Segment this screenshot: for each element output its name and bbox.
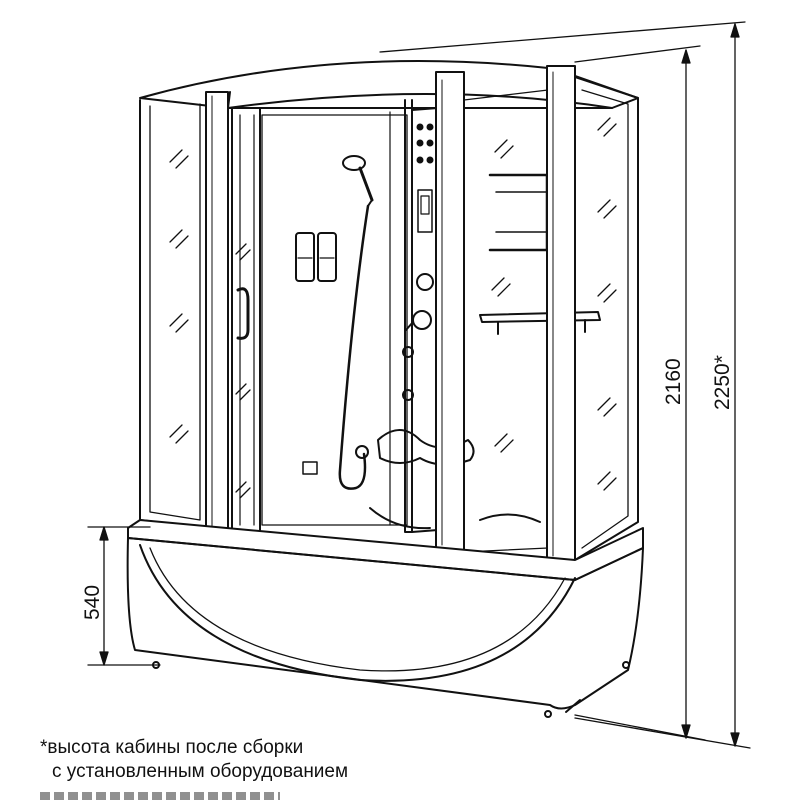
dimension-label-2160: 2160 — [662, 358, 685, 405]
dimension-line-540 — [87, 526, 161, 666]
left-side-panel — [139, 91, 229, 533]
cropped-text-fragment — [40, 792, 280, 800]
dimension-label-540: 540 — [81, 585, 104, 620]
right-sliding-door — [435, 71, 465, 553]
center-door-frame — [404, 99, 413, 533]
footnote-line-2: с установленным оборудованием — [52, 761, 349, 782]
right-side-panel — [574, 75, 639, 561]
head-rest — [377, 429, 475, 466]
footnote-line-1: *высота кабины после сборки — [40, 737, 304, 758]
bath-tray — [126, 507, 644, 718]
control-panel-column — [402, 107, 439, 533]
dimension-line-2160 — [574, 45, 706, 741]
right-side-interior — [463, 89, 601, 553]
left-sliding-door — [231, 107, 261, 536]
drain-cap — [302, 461, 318, 475]
dimension-line-2250 — [379, 21, 751, 749]
soap-dispensers — [295, 232, 337, 282]
back-wall — [261, 111, 408, 526]
right-front-pillar — [546, 65, 576, 563]
shower-head — [338, 155, 374, 490]
dimension-label-2250: 2250* — [711, 355, 734, 410]
glass-reflections — [169, 117, 617, 499]
